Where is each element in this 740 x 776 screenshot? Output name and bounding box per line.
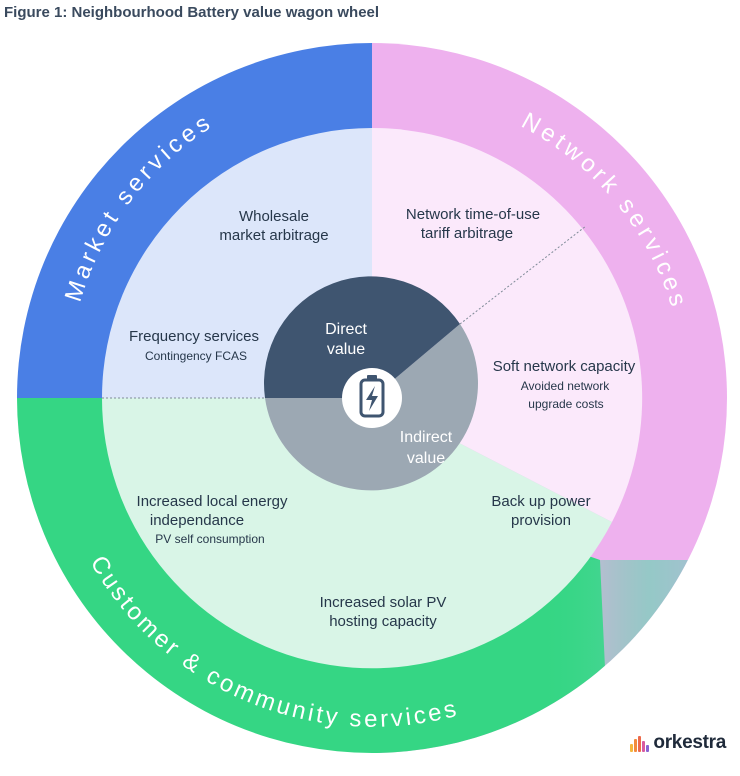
direct-value-label-line2: value [327,341,365,358]
network-tou-label-line1: Network time-of-use [406,206,540,223]
frequency-services-label: Frequency services [129,328,259,345]
backup-power-label-line2: provision [511,512,571,529]
solar-pv-label-line1: Increased solar PV [320,594,447,611]
direct-value-label-line1: Direct [325,321,367,338]
logo-text: orkestra [653,732,726,753]
local-energy-label-line1: Increased local energy [137,493,288,510]
wholesale-label-line1: Wholesale [239,208,309,225]
indirect-value-label-line1: Indirect [400,429,453,446]
direct-value-segment [263,276,460,398]
soft-network-capacity-sub2: upgrade costs [528,397,603,411]
divider-line-right [459,225,587,325]
network-tou-label-line2: tariff arbitrage [421,225,513,242]
backup-power-label-line1: Back up power [491,493,590,510]
logo-bars-icon [630,736,650,752]
solar-pv-label-line2: hosting capacity [329,613,437,630]
orkestra-logo: orkestra [630,732,726,753]
frequency-services-sublabel: Contingency FCAS [145,349,247,363]
local-energy-sublabel: PV self consumption [155,532,264,546]
wholesale-label-line2: market arbitrage [219,227,328,244]
soft-network-capacity-label: Soft network capacity [493,358,636,375]
figure-title: Figure 1: Neighbourhood Battery value wa… [4,4,380,21]
local-energy-label-line2: independance [150,512,244,529]
battery-charging-icon [342,368,402,428]
indirect-value-label-line2: value [407,450,445,467]
customer-inner-segment [101,398,612,669]
soft-network-capacity-sub1: Avoided network [521,379,611,393]
